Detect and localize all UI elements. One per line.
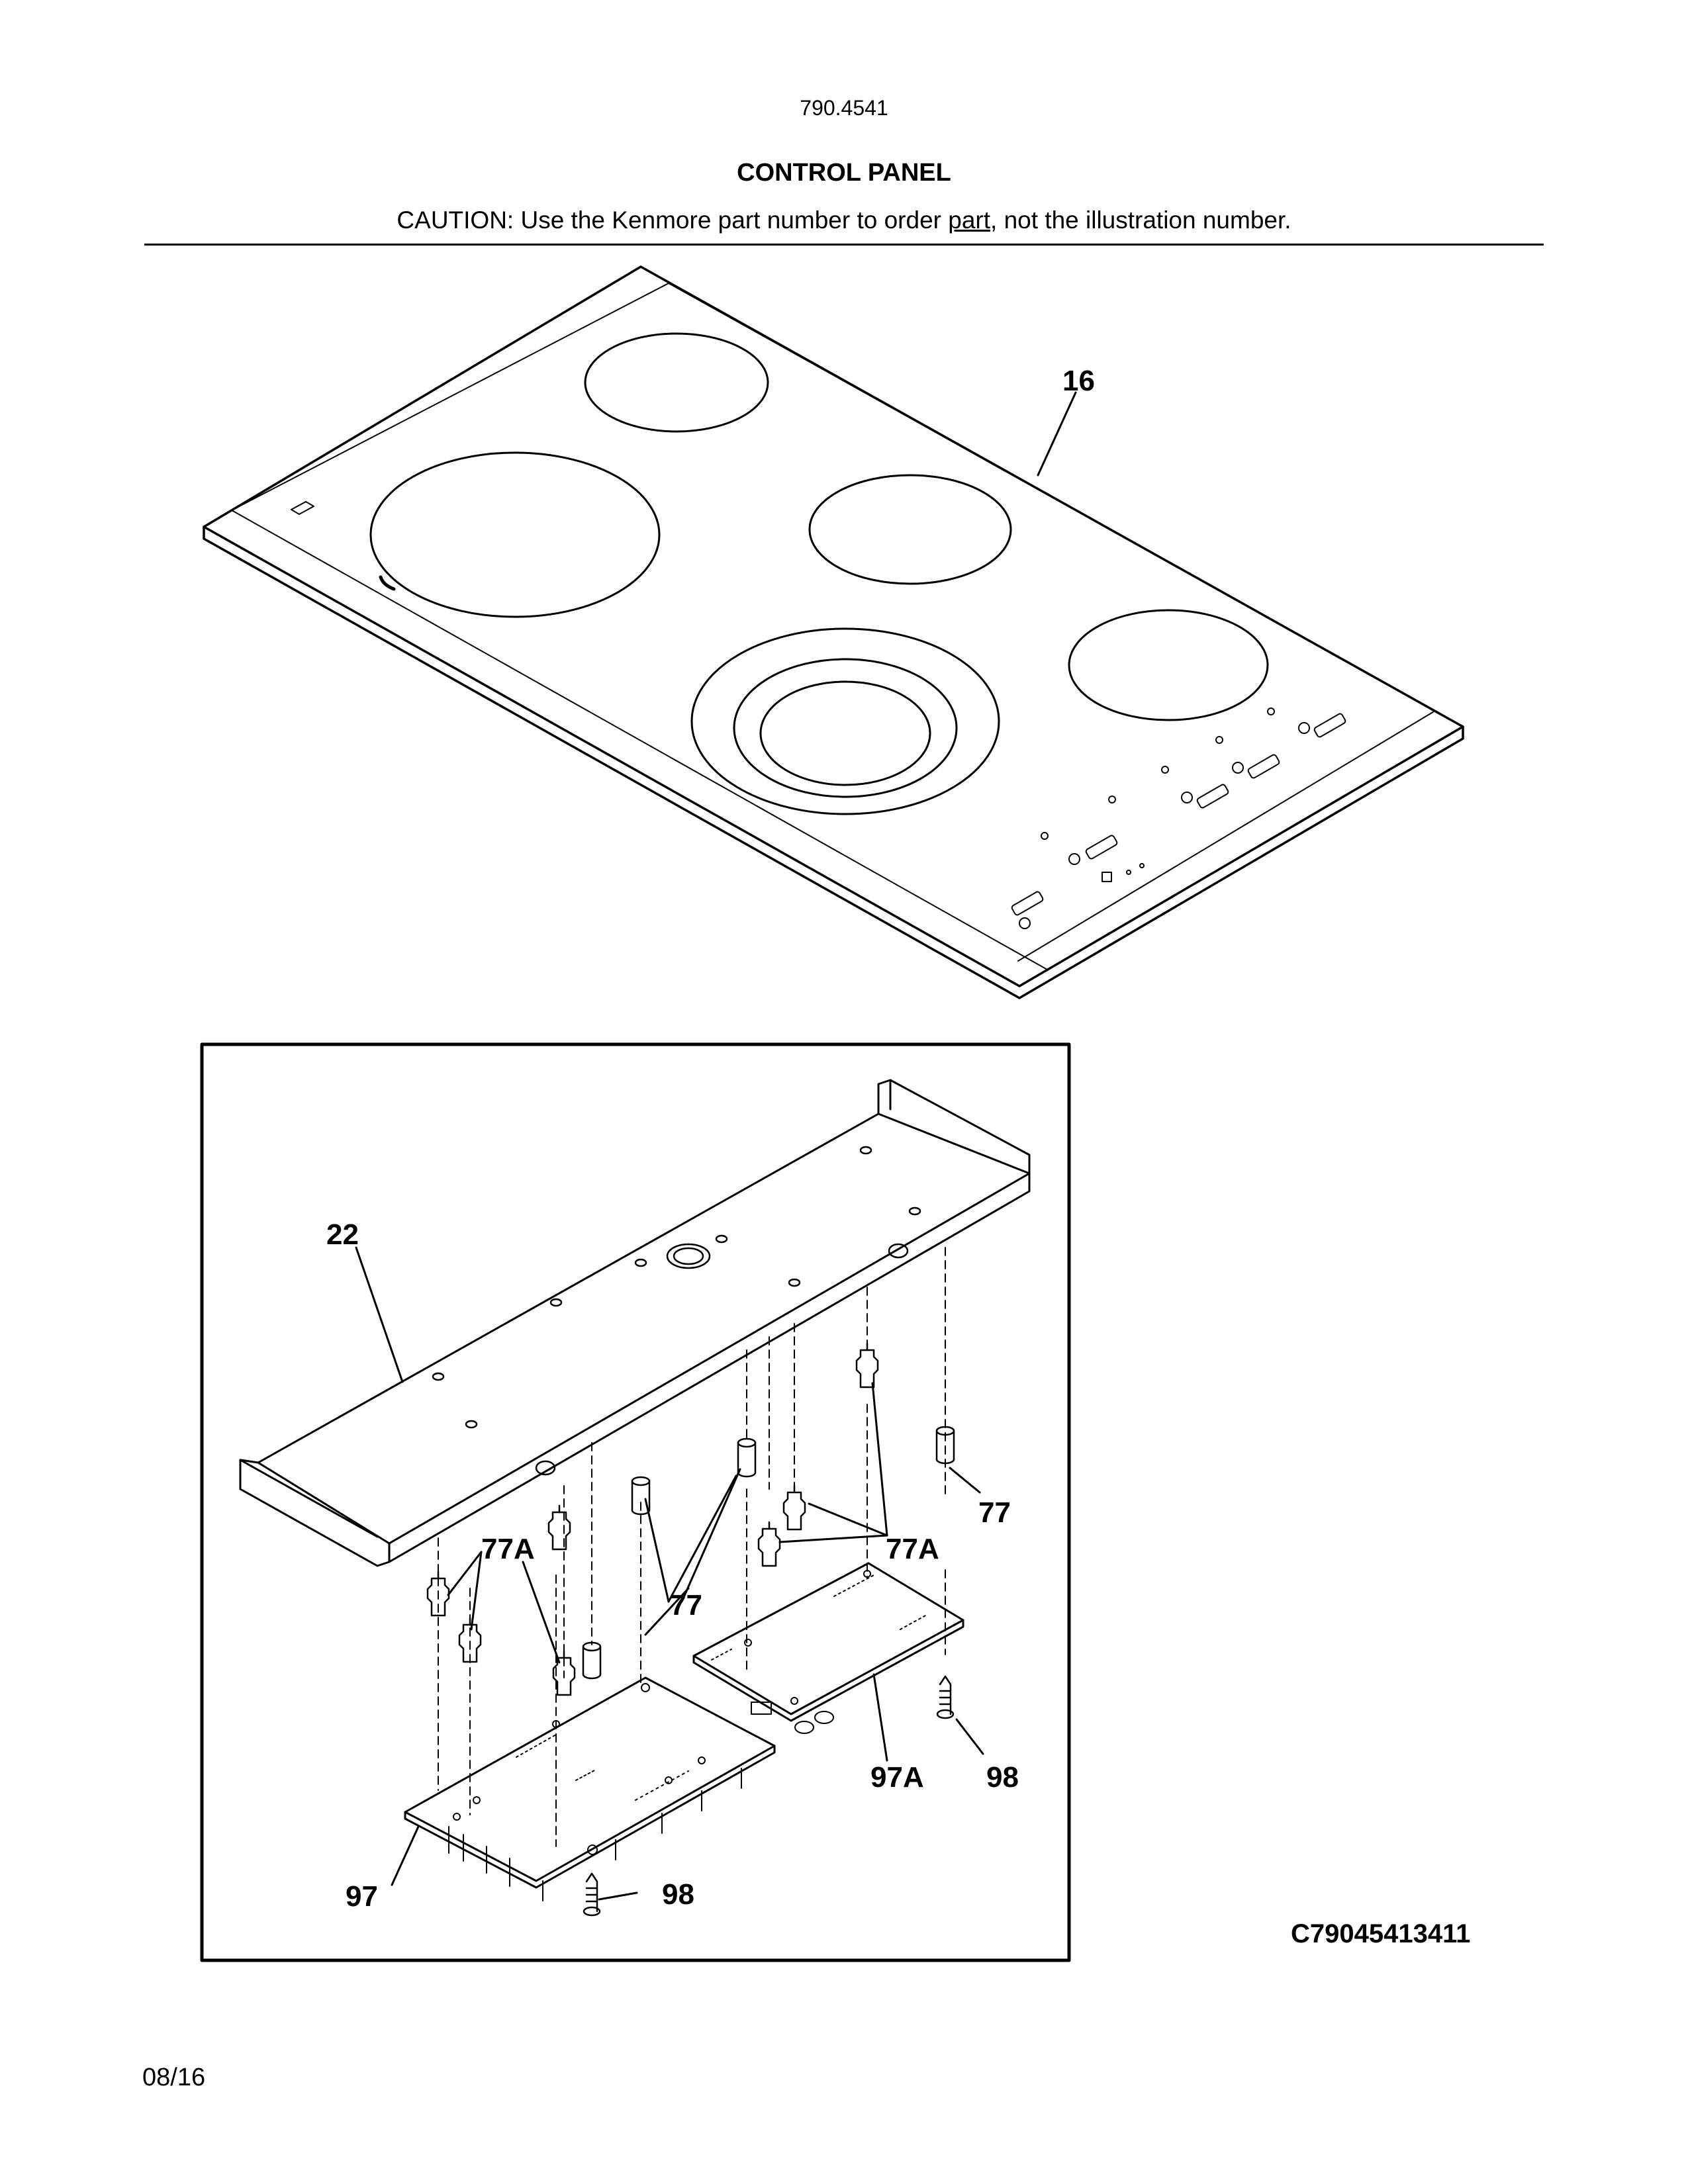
mounting-clips <box>426 1342 879 1696</box>
main-board-edge <box>404 1745 776 1889</box>
clip-2 <box>782 1484 806 1531</box>
spacer-2 <box>737 1437 757 1478</box>
leader-lines <box>391 1382 984 1901</box>
assembly-guide-lines <box>438 1247 946 1847</box>
model-number: 790.4541 <box>800 96 888 120</box>
screw-2 <box>583 1872 601 1917</box>
main-board-top <box>404 1676 776 1882</box>
callout-97a: 97A <box>870 1761 924 1794</box>
callout-77-center: 77 <box>670 1589 702 1621</box>
main-board-components <box>448 1683 742 1901</box>
callout-97: 97 <box>346 1880 378 1913</box>
clip-7 <box>552 1650 576 1696</box>
housing-left-lip <box>239 1459 391 1567</box>
revision-date: 08/16 <box>142 2064 206 2091</box>
callout-77-right: 77 <box>978 1496 1011 1529</box>
brand-logo-mark <box>291 501 314 515</box>
callout-77a-left: 77A <box>481 1533 535 1565</box>
callout-22: 22 <box>326 1218 359 1251</box>
spacer-4 <box>582 1641 602 1680</box>
aux-board-top <box>692 1562 964 1715</box>
housing-top-face <box>257 1113 1031 1545</box>
caution-text-start: CAUTION: Use the Kenmore part number to … <box>397 206 949 234</box>
mounting-screws <box>583 1675 955 1917</box>
leader-line-22 <box>355 1246 404 1383</box>
clip-5 <box>426 1570 450 1617</box>
clip-3 <box>757 1521 781 1567</box>
cooktop-front-trim-line <box>1017 710 1436 962</box>
aux-circuit-board <box>692 1562 964 1734</box>
control-housing <box>239 1079 1031 1567</box>
diagram-code: C79045413411 <box>1291 1919 1471 1948</box>
burner-large-left <box>369 451 661 618</box>
housing-left-lip-edge <box>239 1459 379 1538</box>
clip-1 <box>855 1342 879 1388</box>
housing-front-face <box>388 1172 1031 1563</box>
caution-underlined-word: part <box>948 206 991 234</box>
burner-dual-inner <box>759 680 931 786</box>
burner-dual-outer <box>690 627 1000 815</box>
main-circuit-board <box>404 1676 776 1901</box>
callout-77a-right: 77A <box>886 1533 939 1565</box>
callout-16: 16 <box>1062 365 1095 397</box>
standoff-spacers <box>582 1426 955 1680</box>
inset-frame <box>200 1042 1071 1962</box>
housing-right-lip <box>877 1079 1031 1175</box>
touch-control-strip <box>1011 707 1346 929</box>
burner-center <box>808 474 1012 585</box>
cooktop-back-trim-line <box>231 283 669 511</box>
warmer-zone-arc <box>379 575 396 591</box>
screw-1 <box>936 1675 955 1719</box>
aux-board-components <box>711 1570 927 1734</box>
cooktop-front-edge <box>203 525 1464 999</box>
burner-dual-middle <box>733 658 958 798</box>
page-title: CONTROL PANEL <box>737 159 951 187</box>
leader-line-16 <box>1037 391 1077 477</box>
cooktop-right-trim-line <box>668 283 1436 711</box>
clip-6 <box>458 1617 482 1663</box>
spacer-1 <box>935 1426 955 1465</box>
clip-4 <box>547 1504 571 1551</box>
burner-right <box>1068 609 1269 721</box>
caution-note: CAUTION: Use the Kenmore part number to … <box>0 206 1688 234</box>
header-divider <box>144 244 1544 246</box>
cooktop-left-trim-line <box>231 510 1048 970</box>
aux-board-edge <box>692 1619 964 1722</box>
callout-98-right: 98 <box>986 1761 1019 1794</box>
cooktop-glass-assembly <box>203 265 1464 999</box>
caution-text-end: , not the illustration number. <box>990 206 1291 234</box>
callout-98-bottom: 98 <box>662 1878 694 1911</box>
burner-rear-left <box>584 332 769 433</box>
housing-holes <box>432 1146 921 1476</box>
